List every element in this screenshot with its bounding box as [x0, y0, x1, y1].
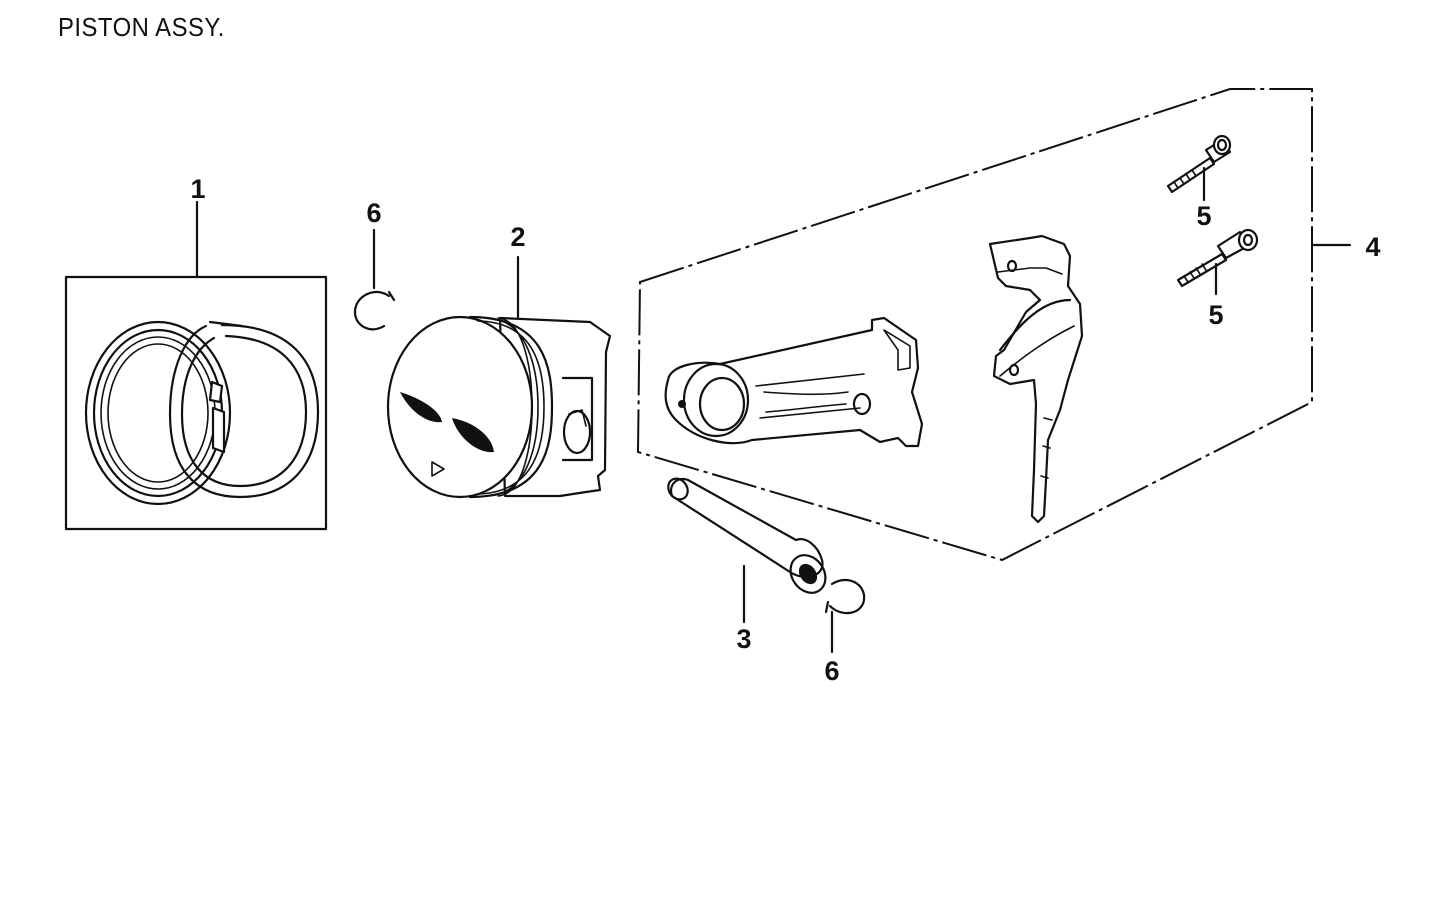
conrod-bolt-lower[interactable] [1176, 228, 1259, 288]
callout-2: 2 [510, 222, 525, 252]
connecting-rod[interactable] [664, 316, 924, 448]
piston-pin[interactable] [664, 475, 832, 600]
page-title: PISTON ASSY. [58, 12, 225, 42]
callout-3: 3 [736, 624, 751, 654]
callout-4: 4 [1365, 232, 1380, 262]
connecting-rod-cap[interactable] [988, 234, 1084, 524]
conrod-bolt-upper[interactable] [1166, 134, 1232, 194]
conrod-assy-frame [636, 88, 1313, 562]
callout-5-lower: 5 [1208, 300, 1223, 330]
ring-right [168, 320, 320, 499]
callout-1: 1 [190, 174, 205, 204]
callout-6-lower: 6 [824, 656, 839, 686]
piston-pin-clip-lower[interactable] [824, 578, 866, 615]
piston-ring-set[interactable] [64, 275, 328, 531]
piston-pin-clip-upper[interactable] [353, 290, 396, 331]
callout-6-upper: 6 [366, 198, 381, 228]
piston[interactable] [386, 315, 612, 499]
callout-5-upper: 5 [1196, 201, 1211, 231]
